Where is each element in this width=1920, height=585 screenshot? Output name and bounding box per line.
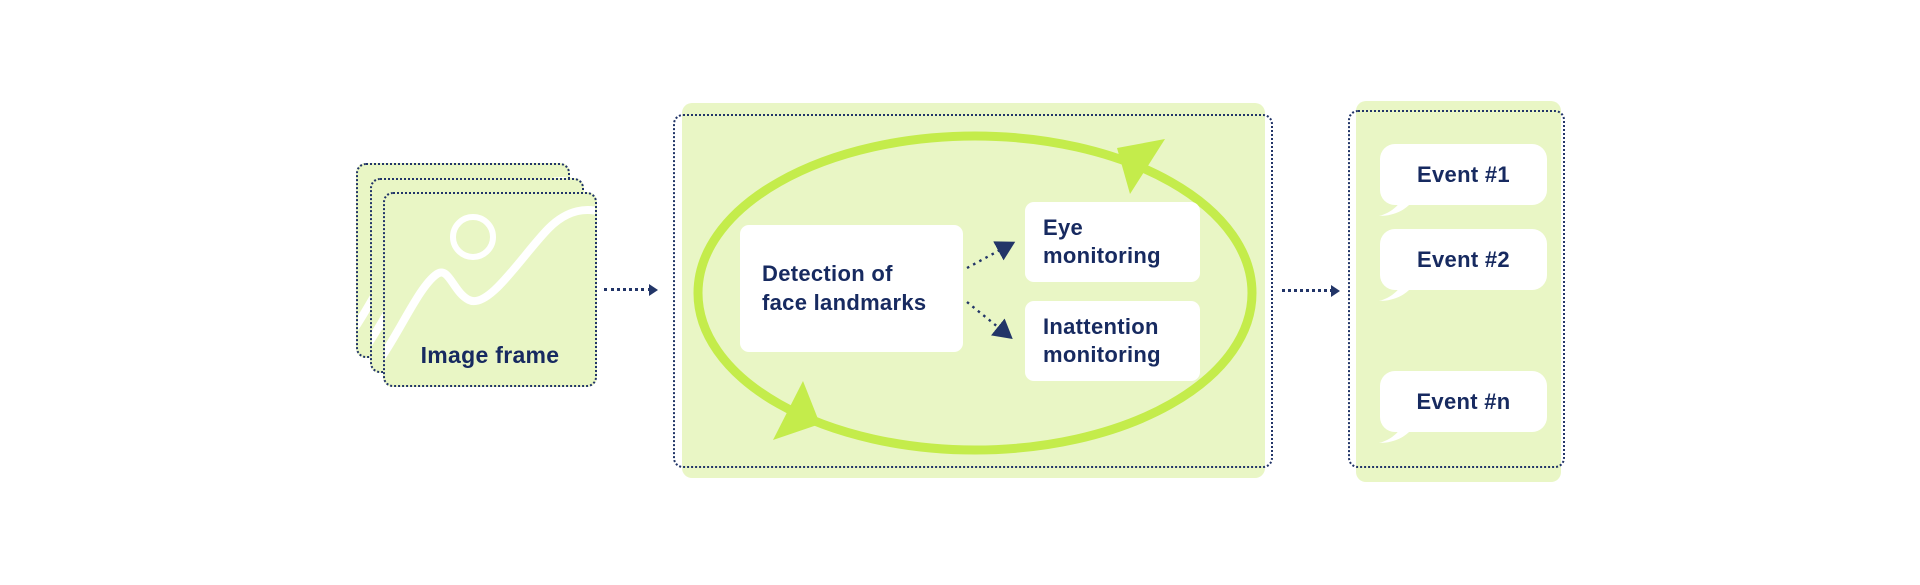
speech-bubble-tail-icon [1379,195,1411,216]
inattention-monitoring-box: Inattention monitoring [1025,301,1200,381]
event-n-label: Event #n [1416,388,1511,414]
eye-monitoring-label: Eye monitoring [1043,214,1161,268]
detection-box: Detection of face landmarks [740,225,963,352]
speech-bubble-tail-icon [1379,280,1411,301]
event-1-label: Event #1 [1417,161,1510,187]
event-bubble-n: Event #n [1379,371,1547,443]
speech-bubble-tail-icon [1379,422,1411,443]
arrowhead-icon [1331,285,1340,297]
process-panel-border [673,114,1273,468]
loop-arrowhead-top-icon [1117,139,1165,194]
flow-arrow-process-to-events [1282,285,1340,297]
arrowhead-icon [649,284,658,296]
flow-arrow-input-to-process [604,284,658,296]
event-bubble-2: Event #2 [1379,229,1547,301]
cycle-loop-arrow-icon [693,131,1257,455]
dotted-line [604,288,651,291]
loop-arrowhead-bottom-icon [773,381,820,440]
eye-monitoring-box: Eye monitoring [1025,202,1200,282]
dotted-line [1282,289,1333,292]
inattention-monitoring-label: Inattention monitoring [1043,313,1161,367]
branch-arrows-icon [966,241,1016,340]
event-bubble-1: Event #1 [1379,144,1547,216]
image-placeholder-icon [385,206,595,360]
events-panel-border [1348,110,1565,468]
detection-label: Detection of face landmarks [762,261,927,315]
image-frame-label: Image frame [420,342,560,368]
event-2-label: Event #2 [1417,246,1510,272]
image-frame-card: Image frame [383,192,597,387]
